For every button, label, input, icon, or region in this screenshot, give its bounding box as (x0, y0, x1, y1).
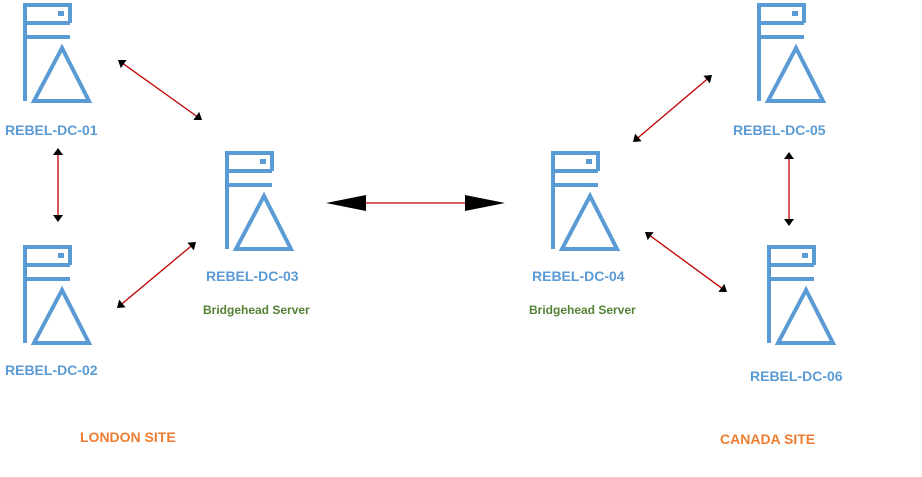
server-label-dc04: REBEL-DC-04 (532, 268, 625, 284)
server-label-dc05: REBEL-DC-05 (733, 122, 826, 138)
connection-arrow-dc04-06 (645, 232, 727, 292)
site-label-canada: CANADA SITE (720, 431, 815, 447)
connection-arrow-dc01-02 (53, 148, 63, 222)
connection-arrow-dc03-04 (326, 195, 505, 211)
server-icon-dc02 (25, 247, 89, 343)
server-label-dc06: REBEL-DC-06 (750, 368, 843, 384)
role-label-dc04: Bridgehead Server (529, 303, 636, 317)
connection-arrow-dc01-03 (118, 60, 202, 120)
connection-arrow-dc05-06 (784, 152, 794, 226)
server-icon-dc04 (553, 153, 617, 249)
server-icon-dc01 (25, 5, 89, 101)
server-icon-dc03 (227, 153, 291, 249)
role-label-dc03: Bridgehead Server (203, 303, 310, 317)
site-label-london: LONDON SITE (80, 429, 176, 445)
connection-layer (53, 60, 794, 308)
server-icon-dc05 (759, 5, 823, 101)
server-label-dc02: REBEL-DC-02 (5, 362, 98, 378)
connection-arrow-dc02-03 (117, 242, 196, 308)
server-label-dc03: REBEL-DC-03 (206, 268, 299, 284)
server-icon-dc06 (769, 247, 833, 343)
connection-arrow-dc04-05 (633, 75, 712, 142)
server-label-dc01: REBEL-DC-01 (5, 122, 98, 138)
